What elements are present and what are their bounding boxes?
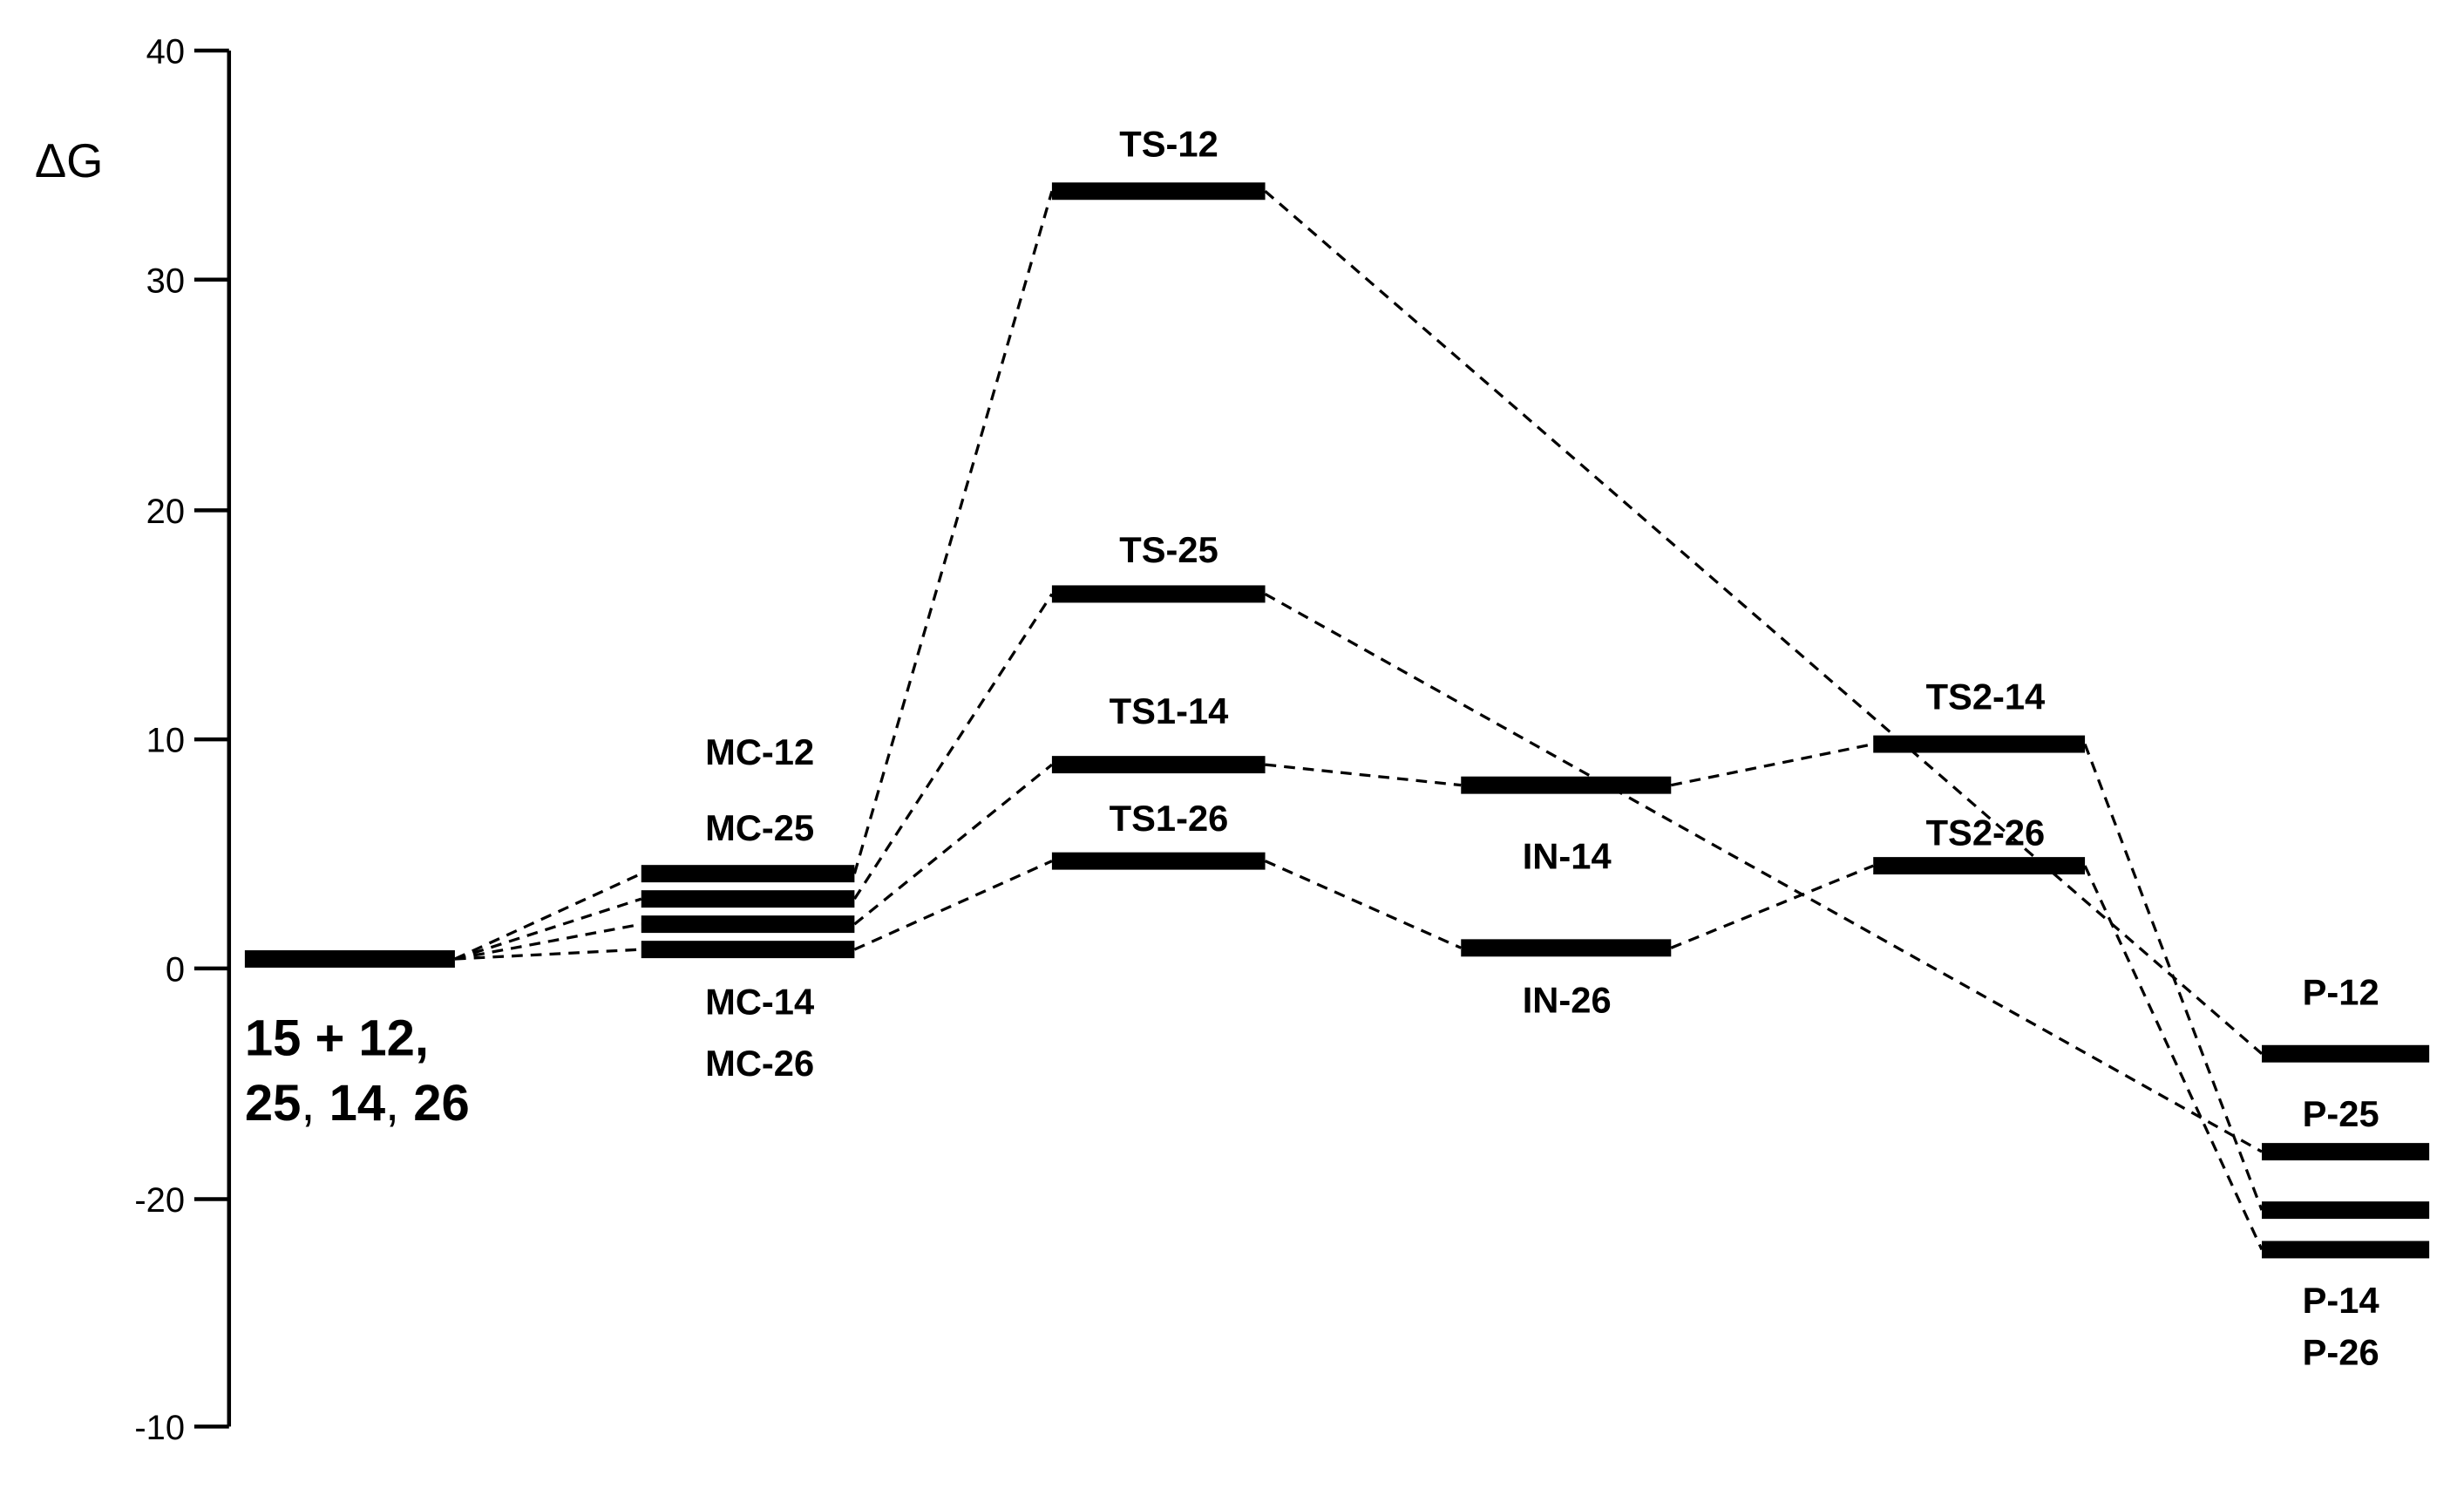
- reactant-25: 25: [245, 1076, 301, 1132]
- connection-in-14-ts2-14: [1670, 742, 1874, 787]
- level-label-mc-12: MC-12: [705, 731, 814, 772]
- energy-level-mc-14: [641, 915, 855, 934]
- y-tick-label: -10: [134, 1409, 185, 1447]
- y-tick-label: 0: [166, 950, 185, 989]
- connection-r-mc-12: [454, 872, 642, 961]
- energy-level-p-26: [2262, 1241, 2430, 1259]
- level-label-ts1-26: TS1-26: [1110, 798, 1229, 839]
- connection-ts2-14-p-14: [2083, 743, 2264, 1211]
- connection-mc-26-ts1-26: [853, 860, 1053, 951]
- connection-lines: [454, 190, 2264, 1251]
- level-label-mc-25: MC-25: [705, 807, 814, 848]
- connection-in-26-ts2-26: [1670, 864, 1874, 949]
- energy-level-in-26: [1461, 939, 1672, 957]
- connection-r-mc-25: [454, 897, 642, 961]
- energy-level-mc-26: [641, 941, 855, 959]
- level-label-in-26: IN-26: [1523, 980, 1612, 1021]
- connection-mc-25-ts-25: [853, 593, 1054, 901]
- reactant-label-line1: 15 + 12,: [245, 1011, 429, 1067]
- connection-ts1-26-in-26: [1264, 860, 1462, 949]
- level-label-ts2-14: TS2-14: [1926, 677, 2046, 717]
- comma: ,: [301, 1076, 329, 1132]
- reactant-label-line2: 25, 14, 26: [245, 1076, 470, 1132]
- reactant-26: 26: [413, 1076, 469, 1132]
- level-label-ts1-14: TS1-14: [1110, 690, 1229, 731]
- level-label-in-14: IN-14: [1523, 836, 1612, 877]
- comma: ,: [385, 1076, 413, 1132]
- level-label-mc-26: MC-26: [705, 1043, 814, 1084]
- energy-level-ts-12: [1051, 182, 1266, 201]
- connection-mc-14-ts1-14: [853, 763, 1053, 926]
- reactant-14: 14: [329, 1076, 385, 1132]
- y-tick-label: 40: [146, 32, 185, 71]
- connection-r-mc-14: [454, 922, 642, 961]
- connection-ts1-14-in-14: [1265, 763, 1462, 787]
- energy-level-p-12: [2262, 1044, 2430, 1063]
- energy-level-mc-12: [641, 865, 855, 883]
- energy-level-ts2-14: [1873, 735, 2086, 753]
- y-axis: 40 30 20 10 0 -20 -10: [134, 32, 232, 1447]
- reactant-15: 15: [245, 1011, 301, 1067]
- energy-level-ts-25: [1051, 585, 1266, 603]
- level-label-ts2-26: TS2-26: [1926, 812, 2046, 853]
- energy-levels: [244, 182, 2430, 1259]
- connection-r-mc-26: [454, 948, 641, 961]
- y-tick-label: 20: [146, 493, 185, 531]
- y-tick-label: 30: [146, 262, 185, 300]
- level-label-p-12: P-12: [2303, 972, 2379, 1013]
- y-tick-label: -20: [134, 1181, 185, 1220]
- connection-ts-25-p-25: [1264, 592, 2263, 1153]
- energy-level-ts1-14: [1051, 756, 1266, 774]
- energy-level-mc-25: [641, 890, 855, 908]
- level-label-ts-12: TS-12: [1119, 123, 1218, 164]
- connection-ts2-26-p-26: [2083, 865, 2264, 1251]
- energy-level-r: [244, 950, 455, 968]
- level-label-p-14: P-14: [2303, 1280, 2379, 1321]
- level-label-ts-25: TS-25: [1119, 529, 1218, 570]
- y-tick-label: 10: [146, 722, 185, 760]
- level-label-mc-14: MC-14: [705, 981, 814, 1022]
- reactant-plus-12: + 12,: [301, 1011, 429, 1067]
- energy-level-p-25: [2262, 1143, 2430, 1161]
- level-label-p-26: P-26: [2303, 1332, 2379, 1373]
- energy-level-in-14: [1461, 776, 1672, 794]
- level-label-p-25: P-25: [2303, 1093, 2379, 1134]
- energy-level-ts1-26: [1051, 852, 1266, 870]
- energy-level-p-14: [2262, 1201, 2430, 1220]
- y-axis-title: ΔG: [35, 134, 104, 187]
- connection-mc-12-ts-12: [852, 190, 1054, 874]
- energy-level-ts2-26: [1873, 857, 2086, 875]
